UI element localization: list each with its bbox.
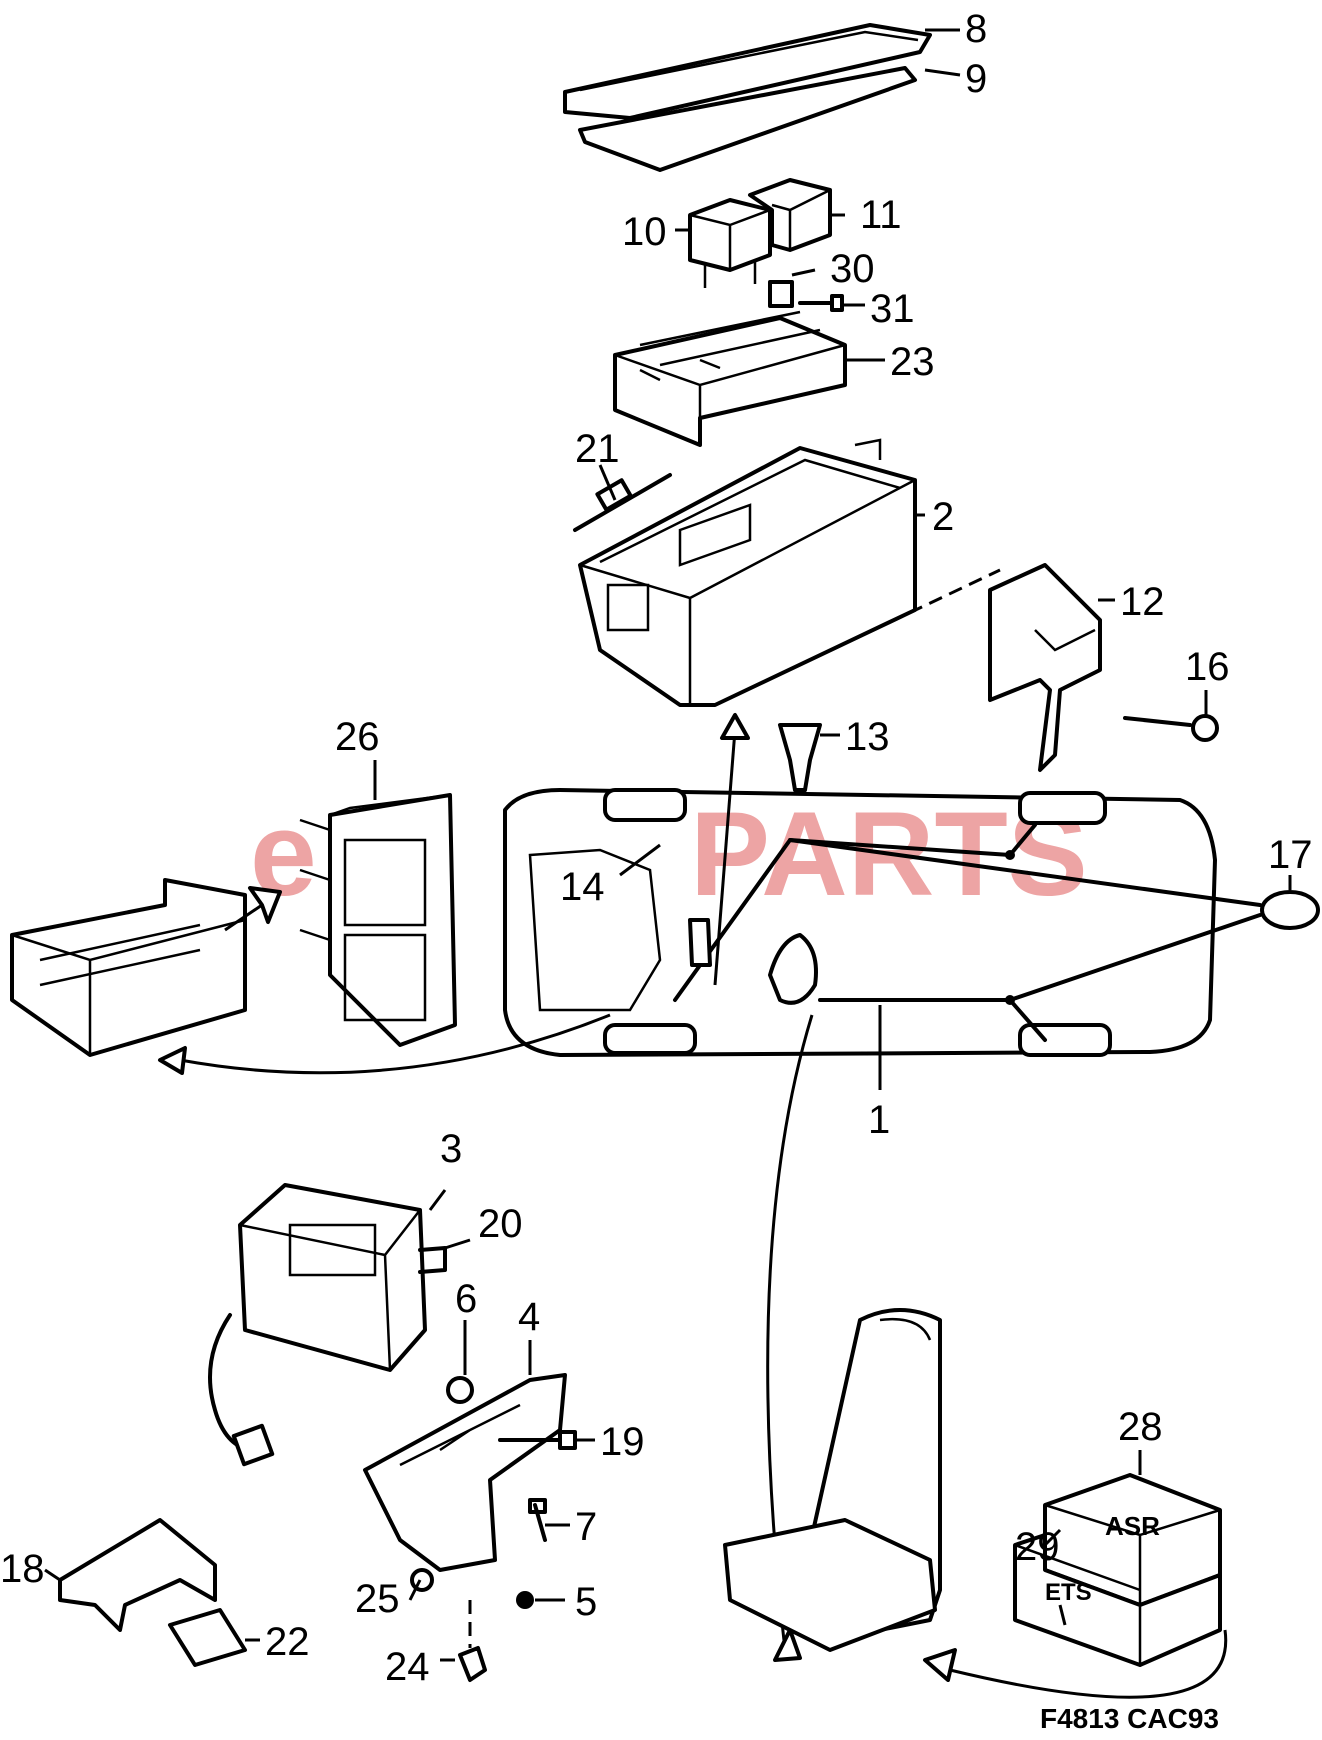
- part-6-bolt: [446, 1376, 474, 1404]
- callout-18: 18: [0, 1547, 45, 1591]
- callout-16: 16: [1185, 645, 1230, 689]
- part-3-harness-connector: [208, 1313, 275, 1467]
- part-20-bracket-tab: [418, 1246, 447, 1274]
- part-24-clip: [458, 1646, 487, 1682]
- callout-12: 12: [1120, 580, 1165, 624]
- callout-7: 7: [575, 1505, 597, 1549]
- part-10-relay: [688, 198, 772, 288]
- callout-4: 4: [518, 1295, 540, 1339]
- part-2-relay-box: [578, 438, 917, 707]
- arrow-car-to-grommet-head: [720, 713, 750, 740]
- part-26-control-unit: [299, 793, 457, 1047]
- arrow-unit-to-tray: [224, 903, 263, 932]
- part-11-relay: [748, 178, 832, 252]
- leader-lines: [44, 28, 1292, 1662]
- callout-31: 31: [870, 287, 915, 331]
- seat: [723, 1308, 942, 1652]
- callout-8: 8: [965, 7, 987, 51]
- callout-29: 29: [1015, 1525, 1060, 1569]
- arrow-car-to-tray: [179, 1013, 611, 1075]
- part-21-inline-fuse: [573, 473, 672, 532]
- callout-2: 2: [932, 495, 954, 539]
- part-19-screw: [498, 1430, 577, 1450]
- callout-3: 3: [440, 1127, 462, 1171]
- part-8-cover-lid: [563, 23, 932, 120]
- arrow-modules-to-seat: [949, 1629, 1228, 1699]
- callout-25: 25: [355, 1577, 400, 1621]
- part-29-ets-module: ETS: [1013, 1533, 1222, 1667]
- arrow-unit-to-tray-head: [248, 886, 282, 924]
- callout-26: 26: [335, 715, 380, 759]
- box-to-bracket-line: [809, 568, 1001, 662]
- callout-5: 5: [575, 1580, 597, 1624]
- part-7-screw: [528, 1498, 547, 1542]
- callout-1: 1: [868, 1098, 890, 1142]
- part-30-clip: [768, 280, 794, 308]
- arrow-car-to-grommet: [713, 729, 737, 986]
- ets-label: ETS: [1045, 1579, 1092, 1606]
- callout-20: 20: [478, 1202, 523, 1246]
- callout-labels: 8 9 10 11 30 31 23 21 2 12 16 13 26 14 1…: [0, 7, 1313, 1689]
- callout-6: 6: [455, 1277, 477, 1321]
- part-23-fuse-holder: [613, 310, 847, 447]
- arrow-car-to-tray-head: [158, 1046, 187, 1075]
- callout-14: 14: [560, 865, 605, 909]
- callout-28: 28: [1118, 1405, 1163, 1449]
- callout-30: 30: [830, 247, 875, 291]
- callout-9: 9: [965, 57, 987, 101]
- callout-21: 21: [575, 427, 620, 471]
- asr-label: ASR: [1105, 1511, 1160, 1541]
- part-1-car-outline-harness: [503, 788, 1262, 1057]
- part-18-cover: [58, 1518, 217, 1632]
- part-22-clip: [168, 1608, 247, 1667]
- arrow-modules-to-seat-head: [923, 1648, 957, 1682]
- part-3-control-unit: [238, 1183, 427, 1372]
- part-16-nut: [1123, 714, 1219, 742]
- part-31-screw: [798, 294, 844, 312]
- part-5-nut: [516, 1591, 534, 1609]
- part-13-grommet: [778, 723, 822, 792]
- control-unit-tray: [10, 878, 247, 1057]
- part-9-gasket: [578, 66, 917, 172]
- part-4-mounting-bracket: [363, 1373, 567, 1572]
- callout-19: 19: [600, 1420, 645, 1464]
- callout-23: 23: [890, 340, 935, 384]
- figure-code: F4813 CAC93: [1040, 1703, 1219, 1734]
- callout-13: 13: [845, 715, 890, 759]
- part-12-bracket: [988, 563, 1102, 772]
- callout-24: 24: [385, 1645, 430, 1689]
- callout-17: 17: [1268, 833, 1313, 877]
- arrow-car-to-seat-head: [773, 1628, 802, 1662]
- callout-11: 11: [860, 193, 902, 237]
- callout-10: 10: [622, 210, 667, 254]
- part-17-sensor: [1260, 890, 1320, 930]
- callout-22: 22: [265, 1620, 310, 1664]
